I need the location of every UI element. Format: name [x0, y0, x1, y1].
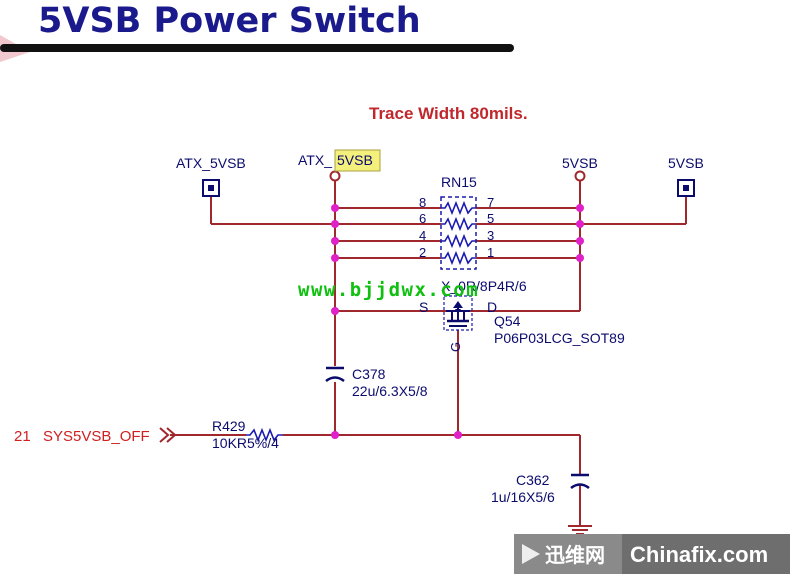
- rn15-pin: 2: [419, 245, 426, 260]
- q54-part: P06P03LCG_SOT89: [494, 330, 625, 346]
- footer-brand-en: Chinafix.com: [622, 534, 790, 574]
- atx-5vsb-power-pin: [329, 170, 341, 182]
- rn15-pins-left: 8 6 4 2: [419, 195, 426, 260]
- q54-drain-pin: D: [487, 299, 497, 315]
- rn15-pin: 6: [419, 211, 426, 226]
- vsb-power-pin: [574, 170, 586, 182]
- atx-5vsb-port-label: ATX_5VSB: [176, 155, 246, 171]
- trace-width-note: Trace Width 80mils.: [369, 104, 528, 123]
- vsb-port: [677, 179, 695, 197]
- q54-source-pin: S: [419, 299, 428, 315]
- q54-mosfet-symbol: [443, 295, 473, 331]
- page-title: 5VSB Power Switch: [38, 1, 421, 41]
- offpage-arrow-2: [166, 427, 177, 443]
- wires: [170, 180, 687, 526]
- brand-en-text: Chinafix.com: [630, 542, 768, 567]
- junction-dots: [331, 204, 584, 439]
- q54-gate-pin: G: [448, 342, 463, 352]
- rn15-pin: 5: [487, 211, 494, 226]
- vsb-rail-label: 5VSB: [562, 155, 598, 171]
- c362-ref: C362: [516, 472, 550, 488]
- rn15-pin: 3: [487, 228, 494, 243]
- offpage-arrow-1: [159, 427, 170, 443]
- rn15-pins-right: 7 5 3 1: [487, 195, 494, 260]
- c378-value: 22u/6.3X5/8: [352, 383, 428, 399]
- net-highlight-box: [334, 149, 381, 172]
- rn15-resistors: [441, 200, 476, 266]
- q54-ref: Q54: [494, 313, 521, 329]
- c362-value: 1u/16X5/6: [491, 489, 555, 505]
- rn15-package-outline: [440, 196, 477, 270]
- brand-cn-text: 迅维网: [545, 543, 605, 567]
- title-underline: [0, 44, 514, 52]
- rn15-pin: 4: [419, 228, 426, 243]
- footer-brand-cn: 迅维网: [514, 534, 622, 574]
- atx-net-prefix: ATX_: [298, 152, 332, 168]
- r429-value: 10KR5%/4: [212, 435, 279, 451]
- offpage-net-name: SYS5VSB_OFF: [43, 428, 150, 445]
- rn15-pin: 7: [487, 195, 494, 210]
- rn15-ref: RN15: [441, 174, 477, 190]
- rn15-pin: 8: [419, 195, 426, 210]
- c378-capacitor: [325, 366, 345, 383]
- offpage-sheet-number: 21: [14, 428, 31, 445]
- r429-ref: R429: [212, 418, 246, 434]
- c378-ref: C378: [352, 366, 386, 382]
- atx-5vsb-port: [202, 179, 220, 197]
- rn15-value: X_0R/8P4R/6: [441, 278, 527, 294]
- r429-resistor: [246, 427, 283, 443]
- ground-symbol: [568, 525, 592, 535]
- atx-net-highlight: 5VSB: [337, 152, 373, 168]
- rn15-pin: 1: [487, 245, 494, 260]
- watermark-url: www.bjjdwx.com: [298, 279, 479, 301]
- vsb-port-label: 5VSB: [668, 155, 704, 171]
- c362-capacitor: [570, 473, 590, 490]
